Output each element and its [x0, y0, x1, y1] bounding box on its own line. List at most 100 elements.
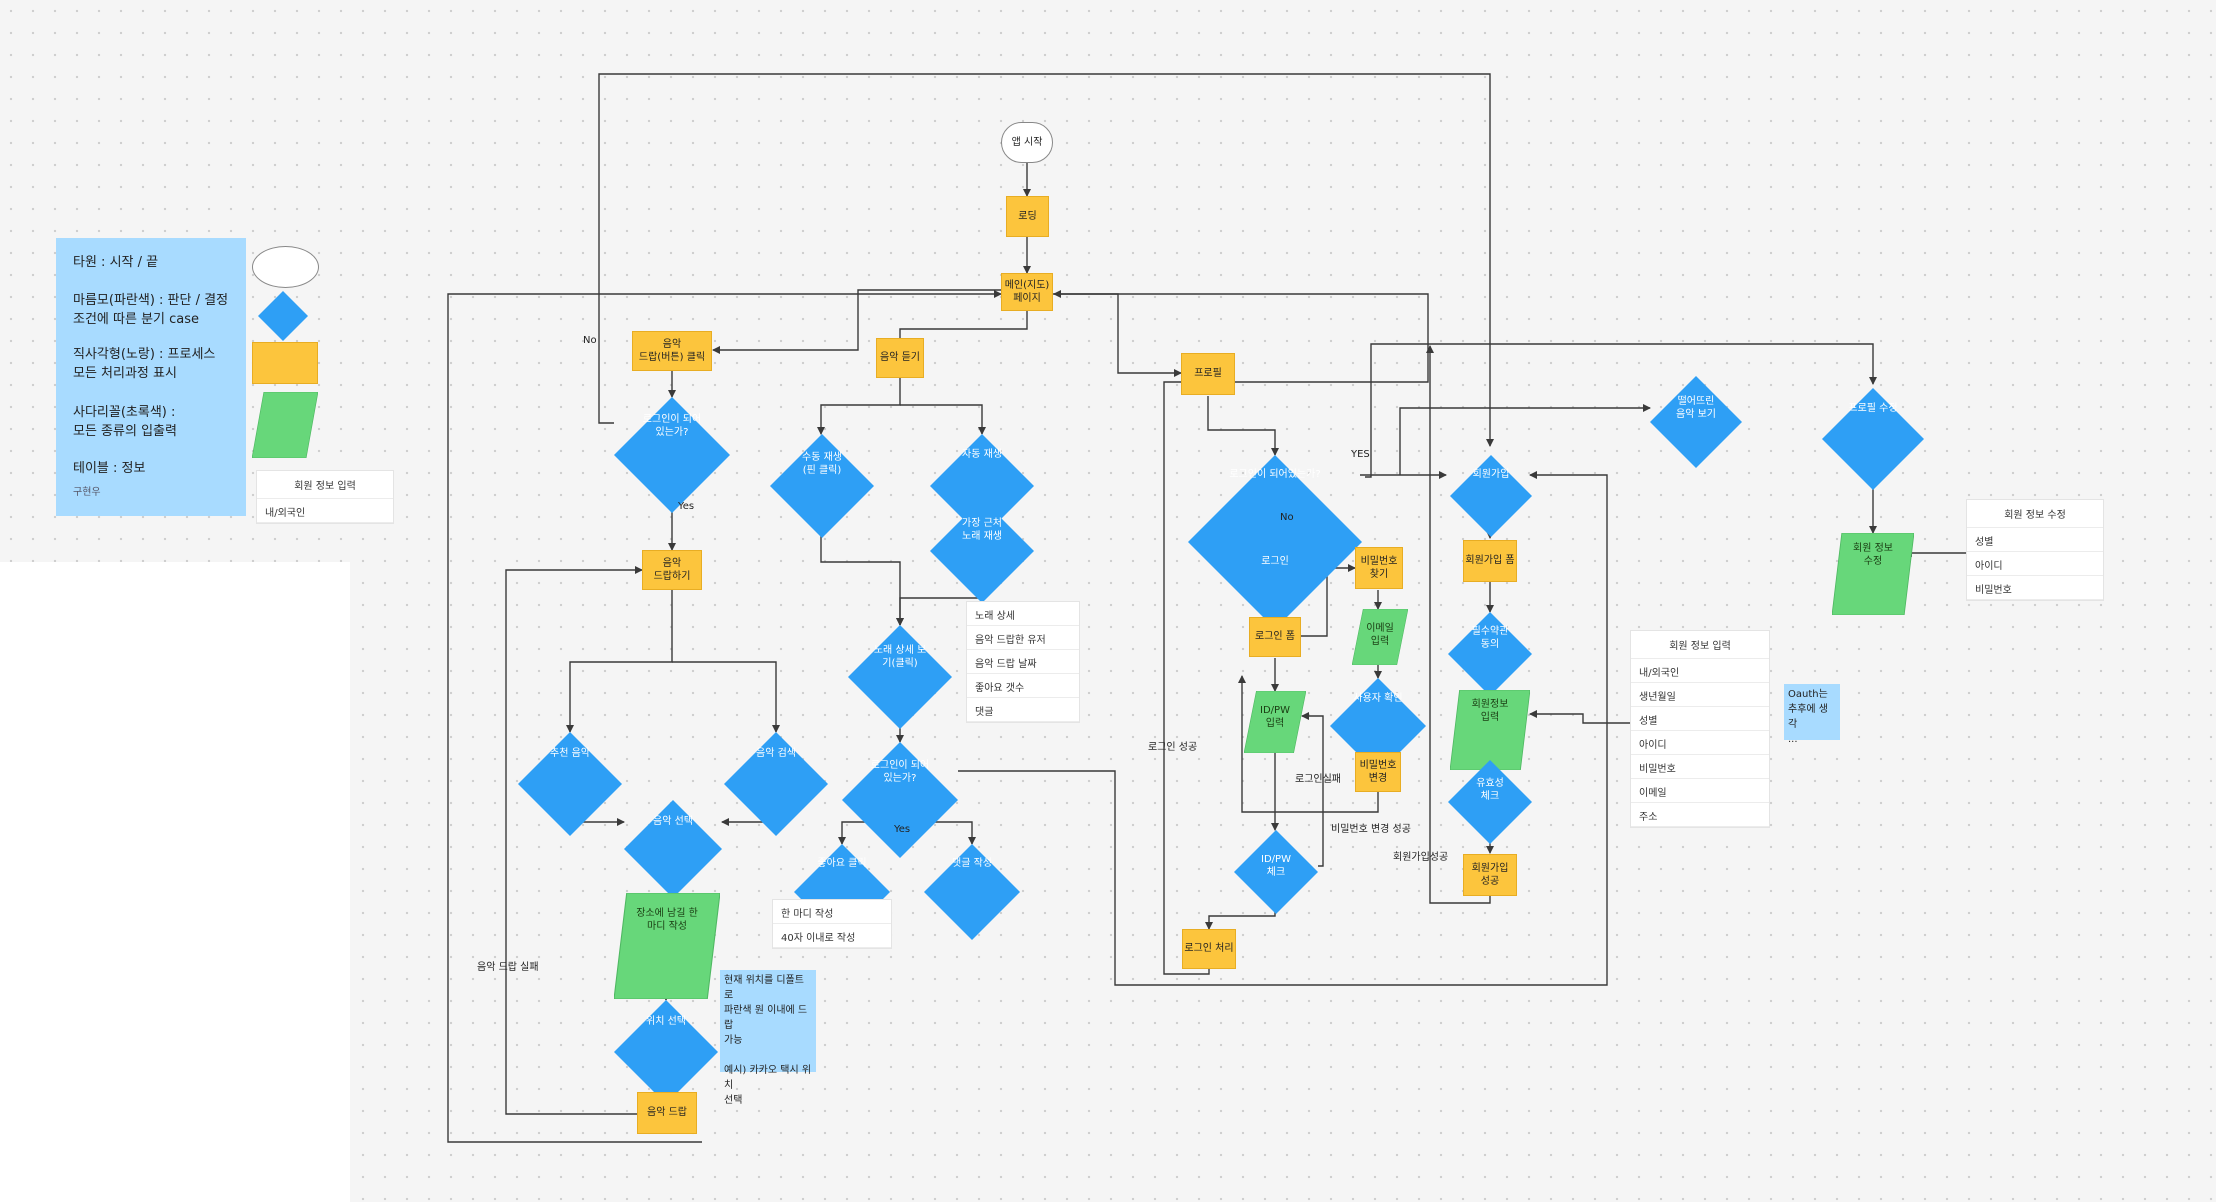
- edge-drop-recommend: [566, 590, 673, 733]
- edge-listen-auto: [900, 404, 986, 435]
- node-main-page[interactable]: 메인(지도) 페이지: [1001, 273, 1053, 311]
- legend-author: 구현우: [73, 487, 101, 498]
- node-email-input[interactable]: 이메일 입력: [1352, 609, 1408, 665]
- node-login-check-right[interactable]: 로그인이 되어있는가?: [1188, 455, 1362, 629]
- node-signup-success[interactable]: 회원가입 성공: [1463, 854, 1517, 896]
- node-nearest-play-text: 가장 근처 노래 재생: [962, 517, 1002, 543]
- node-music-drop-click[interactable]: 음악 드랍(버튼) 클릭: [632, 331, 712, 371]
- legend-table-text: 테이블 : 정보: [73, 461, 146, 476]
- table-member-info-row: 주소: [1631, 803, 1769, 827]
- node-change-password[interactable]: 비밀번호 변경: [1355, 752, 1401, 792]
- table-song-detail-row: 댓글: [967, 698, 1079, 722]
- node-profile[interactable]: 프로필: [1181, 353, 1235, 395]
- node-user-verify[interactable]: 사용자 확인: [1330, 678, 1426, 774]
- label-no-left: No: [583, 335, 597, 346]
- node-signup-form[interactable]: 회원가입 폼: [1463, 540, 1517, 582]
- table-member-edit-row: 아이디: [1967, 552, 2103, 576]
- node-music-select[interactable]: 음악 선택: [624, 800, 722, 898]
- edge-check-dropped: [1365, 343, 1877, 478]
- node-listen-music[interactable]: 음악 듣기: [876, 338, 924, 378]
- node-login[interactable]: 로그인: [1233, 540, 1317, 624]
- label-no-right: No: [1280, 512, 1294, 523]
- edge-main-dropclick: [712, 289, 1002, 354]
- node-agree-required[interactable]: 필수약관 동의: [1448, 612, 1532, 696]
- node-write-one-line[interactable]: 장소에 남길 한 마디 작성: [614, 893, 720, 999]
- table-member-edit-row: 비밀번호: [1967, 576, 2103, 600]
- table-song-detail-row: 좋아요 갯수: [967, 674, 1079, 698]
- table-song-detail-row: 노래 상세: [967, 602, 1079, 626]
- node-song-detail-text: 노래 상세 보 기(클릭): [873, 644, 927, 670]
- node-app-start[interactable]: 앱 시작: [1001, 122, 1053, 163]
- node-dropped-music[interactable]: 떨어뜨린 음악 보기: [1650, 376, 1742, 468]
- node-profile-edit[interactable]: 프로필 수정: [1822, 388, 1924, 490]
- node-signup-text: 회원가입: [1472, 469, 1510, 481]
- label-yes-left: Yes: [678, 501, 695, 512]
- node-comment-write[interactable]: 댓글 작성: [924, 844, 1020, 940]
- legend-rect-shape: [252, 342, 318, 384]
- edge-form-findpw: [1301, 564, 1356, 637]
- legend-panel: 타원 : 시작 / 끝 마름모(파란색) : 판단 / 결정 조건에 따른 분기…: [56, 238, 246, 516]
- table-one-line-row: 한 마디 작성: [773, 900, 891, 924]
- node-user-verify-text: 사용자 확인: [1353, 693, 1403, 705]
- legend-diamond-text: 마름모(파란색) : 판단 / 결정 조건에 따른 분기 case: [73, 293, 229, 327]
- edge-listen-manual: [817, 378, 901, 435]
- legend-parallelogram-text: 사다리꼴(초록색) : 모든 종류의 입출력: [73, 405, 177, 439]
- edge-main-profile: [1053, 293, 1182, 377]
- table-song-detail: 노래 상세 음악 드랍한 유저 음악 드랍 날짜 좋아요 갯수 댓글: [966, 601, 1080, 723]
- legend-oval-shape: [252, 246, 319, 288]
- table-member-info-row: 비밀번호: [1631, 755, 1769, 779]
- node-validity-check[interactable]: 유효성 체크: [1448, 760, 1532, 844]
- node-email-input-text: 이메일 입력: [1366, 622, 1394, 648]
- node-login-form[interactable]: 로그인 폼: [1249, 617, 1301, 657]
- table-member-info-row: 내/외국인: [1631, 659, 1769, 683]
- node-login-check-mid-text: 로그인이 되어 있는가?: [870, 759, 930, 785]
- label-yes-mid: Yes: [894, 824, 911, 835]
- node-music-drop[interactable]: 음악 드랍하기: [642, 550, 702, 590]
- table-member-edit-row: 성별: [1967, 528, 2103, 552]
- edge-check-no-top: [598, 73, 1494, 447]
- node-location-select[interactable]: 위치 선택: [614, 1000, 718, 1104]
- table-member-info-row: 생년월일: [1631, 683, 1769, 707]
- note-oauth: Oauth는 추후에 생각 ...: [1784, 684, 1840, 745]
- node-manual-play-text: 수동 재생 (핀 클릭): [802, 451, 842, 477]
- table-member-info-header: 회원 정보 입력: [1631, 631, 1769, 659]
- node-find-password[interactable]: 비밀번호 찾기: [1355, 547, 1403, 589]
- label-music-drop-fail: 음악 드랍 실패: [477, 962, 539, 973]
- node-recommend-music[interactable]: 추천 음악: [518, 732, 622, 836]
- edge-change-idpw: [1238, 675, 1379, 813]
- edge-success-main: [1426, 345, 1491, 904]
- edge-process-main: [1053, 290, 1429, 975]
- node-location-select-text: 위치 선택: [646, 1016, 686, 1028]
- table-one-line-row: 40자 이내로 작성: [773, 924, 891, 948]
- node-signup[interactable]: 회원가입: [1450, 455, 1532, 537]
- legend-sample-table-header: 회원 정보 입력: [257, 471, 393, 499]
- node-like-click[interactable]: 좋아요 클릭: [794, 844, 890, 940]
- node-manual-play[interactable]: 수동 재생 (핀 클릭): [770, 434, 874, 538]
- node-music-select-text: 음악 선택: [653, 816, 693, 828]
- note-location: 현재 위치를 디폴트로 파란색 원 이내에 드랍 가능 예시) 카카오 택시 위…: [720, 970, 816, 1106]
- node-member-info-input[interactable]: 회원정보 입력: [1450, 690, 1530, 770]
- edge-final-back-main: [447, 290, 1002, 1143]
- node-song-detail[interactable]: 노래 상세 보 기(클릭): [848, 625, 952, 729]
- label-yes-right: YES: [1351, 449, 1370, 460]
- node-auto-play[interactable]: 자동 재생: [930, 434, 1034, 538]
- label-login-success: 로그인 성공: [1148, 742, 1198, 753]
- table-song-detail-row: 음악 드랍한 유저: [967, 626, 1079, 650]
- node-idpw-input[interactable]: ID/PW 입력: [1244, 691, 1306, 753]
- node-login-check-left-text: 로그인이 되어 있는가?: [642, 413, 702, 439]
- node-idpw-check[interactable]: ID/PW 체크: [1234, 830, 1318, 914]
- node-write-one-line-text: 장소에 남길 한 마디 작성: [636, 907, 698, 933]
- node-music-search[interactable]: 음악 검색: [724, 732, 828, 836]
- legend-diamond-shape: [258, 291, 308, 341]
- node-login-process[interactable]: 로그인 처리: [1182, 929, 1236, 969]
- node-login-check-left[interactable]: 로그인이 되어 있는가?: [614, 397, 730, 513]
- node-member-info-edit[interactable]: 회원 정보 수정: [1832, 533, 1914, 615]
- edge-check-edit: [1399, 404, 1651, 475]
- node-music-drop-final[interactable]: 음악 드랍: [637, 1092, 697, 1134]
- node-like-click-text: 좋아요 클릭: [817, 858, 867, 870]
- node-loading[interactable]: 로딩: [1006, 196, 1049, 237]
- edge-check-signup: [958, 471, 1608, 986]
- node-music-search-text: 음악 검색: [756, 748, 796, 760]
- node-login-check-mid[interactable]: 로그인이 되어 있는가?: [842, 742, 958, 858]
- node-nearest-play[interactable]: 가장 근처 노래 재생: [930, 499, 1034, 603]
